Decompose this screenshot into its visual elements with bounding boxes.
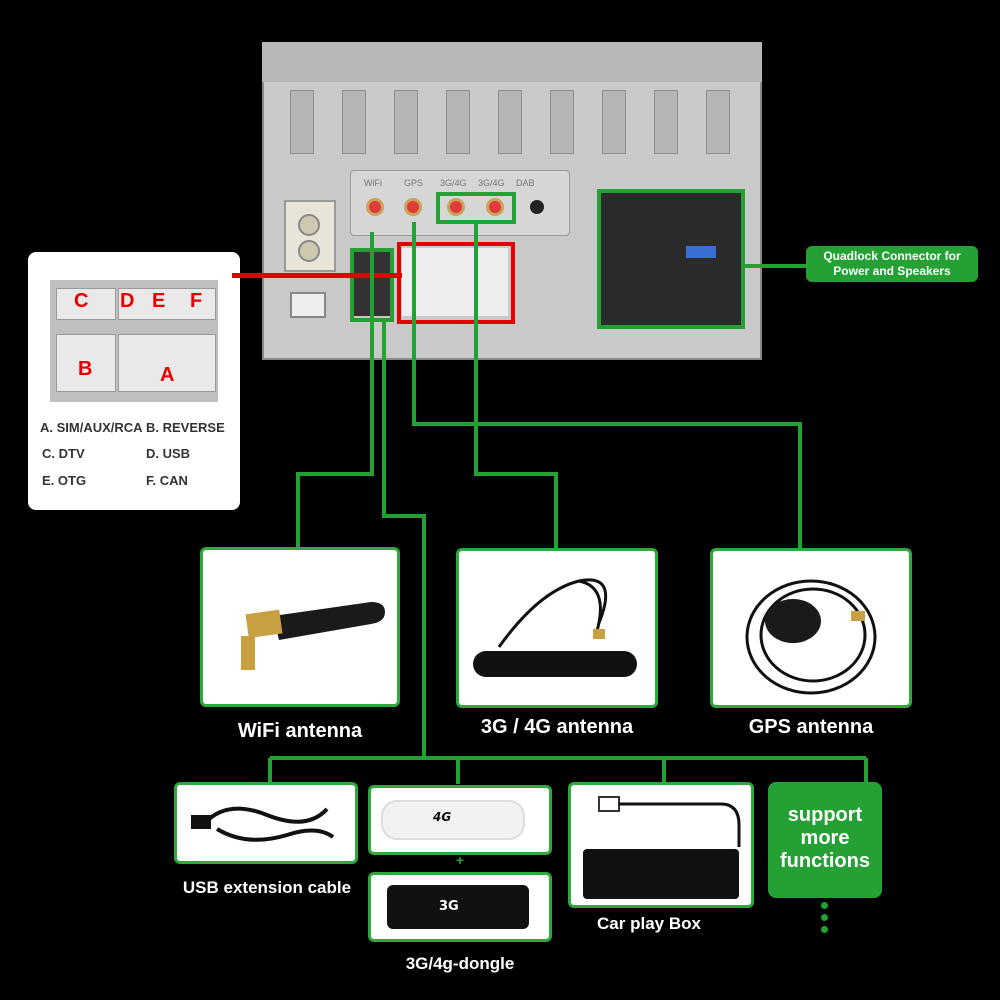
port-label-wifi: WiFi <box>364 178 382 188</box>
quadlock-highlight <box>597 189 745 329</box>
legend-item-b: B. REVERSE <box>146 420 225 435</box>
carplay-card <box>568 782 754 908</box>
pin-diagram: C D E F B A <box>50 280 218 402</box>
legend-item-d: D. USB <box>146 446 191 461</box>
wifi-antenna-card <box>200 547 400 707</box>
head-unit-top-vents <box>262 42 762 82</box>
dongle-label: 3G/4g-dongle <box>405 954 515 973</box>
heatsink-fin <box>550 90 574 154</box>
carplay-box-icon <box>583 796 741 899</box>
port-label-3g4g-1: 3G/4G <box>440 178 467 188</box>
cellular-connector-1 <box>447 198 465 216</box>
legend-item-e: E. OTG <box>42 473 87 488</box>
wifi-antenna-icon <box>241 602 385 670</box>
pin-letter-a: A <box>160 364 175 386</box>
port-label-3g4g-2: 3G/4G <box>478 178 505 188</box>
usb-cable-label: USB extension cable <box>182 878 352 897</box>
gps-antenna-card <box>710 548 912 708</box>
gps-connector <box>404 198 422 216</box>
support-more-functions: support more functions <box>768 782 882 898</box>
iso-socket <box>284 200 336 272</box>
dongle-3g-body <box>387 885 529 929</box>
connector-legend: C D E F B A A. SIM/AUX/RCA B. REVERSE C.… <box>28 252 240 510</box>
pin-letter-c: C <box>74 290 89 312</box>
pin-letter-e: E <box>152 290 166 312</box>
quadlock-label: Quadlock Connector for Power and Speaker… <box>806 246 978 282</box>
dongle-3g-card: 3G <box>368 872 552 942</box>
dab-port <box>530 200 544 214</box>
harness-highlight <box>397 242 515 324</box>
more-dot-1 <box>821 902 828 909</box>
usb-cable-icon <box>191 806 335 842</box>
more-dot-2 <box>821 914 828 921</box>
legend-item-c: C. DTV <box>42 446 85 461</box>
cellular-connector-2 <box>486 198 504 216</box>
usb-port <box>290 292 326 318</box>
wire-wifi <box>296 232 374 548</box>
heatsink-fin <box>394 90 418 154</box>
pin-letter-b: B <box>78 358 93 380</box>
heatsink-fin <box>602 90 626 154</box>
usb-cable-card <box>174 782 358 864</box>
pin-letter-d: D <box>120 290 135 312</box>
heatsink-fin <box>498 90 522 154</box>
more-dot-3 <box>821 926 828 933</box>
cellular-antenna-label: 3G / 4G antenna <box>480 716 634 738</box>
pin-letter-f: F <box>190 290 203 312</box>
cellular-antenna-card <box>456 548 658 708</box>
heatsink-fin <box>342 90 366 154</box>
cellular-antenna-icon <box>473 578 637 677</box>
port-label-dab: DAB <box>516 178 535 188</box>
heatsink-fin <box>290 90 314 154</box>
legend-pointer-line <box>232 273 402 278</box>
legend-item-f: F. CAN <box>146 473 188 488</box>
wifi-connector <box>366 198 384 216</box>
wire-usb-trunk <box>382 318 426 758</box>
port-label-gps: GPS <box>404 178 424 188</box>
dongle-4g-card: 4G <box>368 785 552 855</box>
carplay-label: Car play Box <box>597 914 701 933</box>
dongle-plus: + <box>455 852 465 868</box>
legend-item-a: A. SIM/AUX/RCA <box>40 420 143 435</box>
wire-gps <box>412 222 802 548</box>
dongle-4g-text: 4G <box>433 810 452 824</box>
heatsink-fin <box>654 90 678 154</box>
gps-antenna-label: GPS antenna <box>748 716 874 738</box>
wire-cellular <box>474 222 558 548</box>
dongle-4g-body <box>381 800 525 840</box>
dongle-3g-text: 3G <box>439 899 459 914</box>
harness-block <box>402 248 508 316</box>
wifi-antenna-label: WiFi antenna <box>237 720 363 742</box>
heatsink-fin <box>446 90 470 154</box>
quadlock-connector <box>600 192 742 326</box>
heatsink-fin <box>706 90 730 154</box>
gps-antenna-icon <box>745 579 877 695</box>
